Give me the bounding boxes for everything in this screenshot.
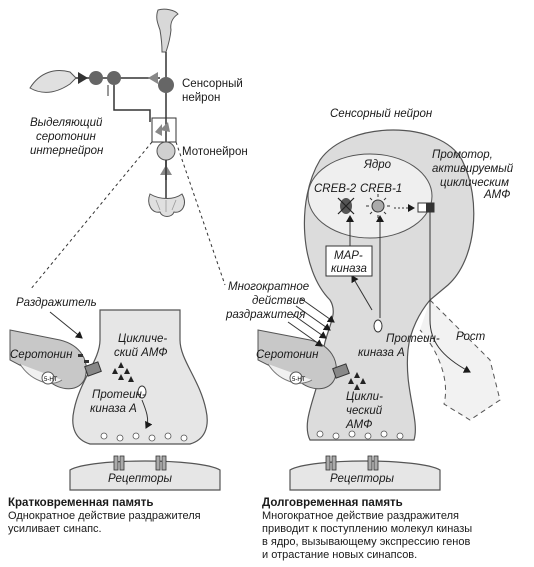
pka-label-left-1: Протеин- [92,389,146,401]
sensory-terminal-left [72,309,208,445]
serotonin-label-left: Серотонин [10,349,73,361]
gill-muscle [148,193,185,217]
long-term-line-3: в ядро, вызывающему экспрессию генов [262,536,471,548]
long-term-title: Долговременная память [262,497,403,509]
creb2-icon [337,197,355,215]
camp-label-right-3: АМФ [345,419,372,431]
promoter-label-2: активируемый [432,163,514,175]
serotonin-label-right: Серотонин [256,349,319,361]
sensory-neuron-soma [158,77,174,93]
map-kinase-label-2: киназа [331,263,367,275]
map-kinase-label-1: MAP- [334,250,363,262]
short-term-synapse: 5-HT [9,309,221,491]
sensory-neuron-label-1: Сенсорный [182,78,243,90]
postsynaptic-left [69,460,221,491]
repeated-stimulus-label-3: раздражителя [225,309,305,321]
motoneuron-soma [156,141,176,161]
short-term-line-2: усиливает синапс. [8,523,102,535]
camp-label-left-1: Цикличе- [118,333,167,345]
interneuron-soma-2 [107,71,121,85]
nucleus [307,153,433,239]
svg-text:5-HT: 5-HT [44,377,58,383]
long-term-caption: Долговременная память Многократное дейст… [262,497,530,562]
interneuron-label-1: Выделяющий [30,117,103,129]
pka-label-left-2: киназа А [90,403,137,415]
promoter-label-4: АМФ [483,189,510,201]
repeated-stimulus-label-2: действие [252,295,305,307]
creb1-icon [366,194,390,218]
promoter-label-1: Промотор, [432,149,493,161]
pka-label-right-1: Протеин- [386,333,440,345]
map-kinase-box [325,245,373,277]
camp-label-right-2: ческий [346,405,383,417]
top-circuit [29,8,185,217]
creb2-label: CREB-2 [314,183,357,195]
interneuron-label-3: интернейрон [30,145,104,157]
repeated-stimulus-label-1: Многократное [228,281,309,293]
sensory-neuron-right-label: Сенсорный нейрон [330,108,433,120]
growth-label: Рост [456,331,486,343]
sensory-tissue-left [29,70,77,93]
short-term-line-1: Однократное действие раздражителя [8,510,201,522]
pka-label-right-2: киназа А [358,347,405,359]
svg-text:5-HT: 5-HT [292,377,306,383]
camp-label-right-1: Цикли- [346,391,383,403]
creb1-label: CREB-1 [360,183,402,195]
nucleus-label: Ядро [363,159,392,171]
promoter-label-3: циклическим [440,177,509,189]
short-term-caption: Кратковременная память Однократное дейст… [8,497,248,536]
sensory-neuron-label-2: нейрон [182,92,220,104]
receptors-label-left: Рецепторы [108,473,172,485]
stimulus-label: Раздражитель [16,297,97,309]
interneuron-label-2: серотонин [36,131,97,143]
motoneuron-label: Мотонейрон [182,146,248,158]
growth-process [419,299,501,421]
short-term-title: Кратковременная память [8,497,154,509]
sensory-tissue-top [156,8,179,53]
long-term-neuron: 5-HT [257,129,501,491]
long-term-line-2: приводит к поступлению молекул киназы [262,523,473,535]
long-term-line-1: Многократное действие раздражителя [262,510,459,522]
receptors-label-right: Рецепторы [330,473,394,485]
long-term-line-4: и отрастание новых синапсов. [262,549,418,561]
camp-label-left-2: ский АМФ [114,347,168,359]
interneuron-soma-1 [89,71,103,85]
repeated-stimulus-arrows [287,297,335,347]
